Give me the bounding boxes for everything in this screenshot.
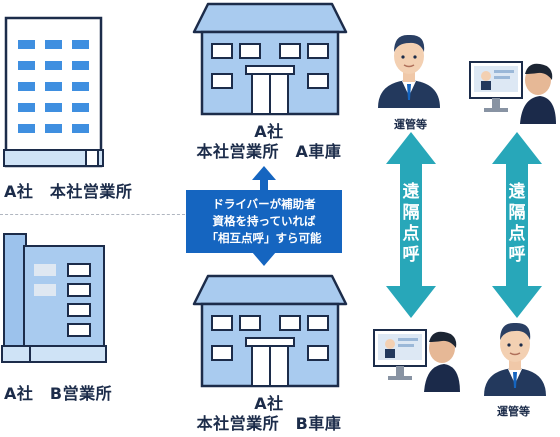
left-top-label: A社 本社営業所 [4, 182, 133, 201]
manager-bottom-label: 運管等 [497, 405, 530, 418]
manager-person-icon [484, 322, 546, 396]
arrow-char: 隔 [508, 203, 526, 223]
remote-rollcall-text: 遠 隔 点 呼 [401, 182, 421, 266]
center-top-label: A社 本社営業所 A車庫 [186, 122, 352, 162]
arrow-char: 隔 [402, 203, 420, 223]
center-bottom-label-line1: A社 [254, 394, 284, 413]
arrow-char: 遠 [508, 182, 526, 202]
note-line2: 資格を持っていれば [212, 214, 316, 228]
arrow-char: 点 [508, 224, 526, 244]
center-bottom-label: A社 本社営業所 B車庫 [186, 394, 352, 434]
arrow-char: 呼 [508, 245, 526, 265]
office-building-icon [3, 16, 104, 168]
driver-at-monitor-icon [373, 329, 460, 392]
divider [0, 214, 185, 215]
note-line1: ドライバーが補助者 [212, 197, 316, 211]
remote-rollcall-arrow [492, 132, 542, 318]
arrow-char: 呼 [402, 245, 420, 265]
center-top-label-line2: 本社営業所 A車庫 [196, 142, 342, 161]
arrow-char: 点 [402, 224, 420, 244]
garage-building-icon [192, 274, 348, 388]
manager-top-label: 運管等 [394, 118, 427, 131]
left-bottom-label: A社 B営業所 [4, 384, 113, 403]
garage-building-icon [192, 2, 348, 116]
remote-rollcall-arrow [386, 132, 436, 318]
remote-rollcall-text: 遠 隔 点 呼 [507, 182, 527, 266]
branch-building-icon [1, 233, 107, 363]
note-box: ドライバーが補助者 資格を持っていれば 「相互点呼」すら可能 [186, 190, 342, 253]
manager-person-icon [378, 34, 440, 108]
arrow-char: 遠 [402, 182, 420, 202]
center-bottom-label-line2: 本社営業所 B車庫 [196, 414, 342, 433]
note-line3: 「相互点呼」すら可能 [206, 231, 322, 245]
driver-at-monitor-icon [469, 61, 556, 124]
center-top-label-line1: A社 [254, 122, 284, 141]
